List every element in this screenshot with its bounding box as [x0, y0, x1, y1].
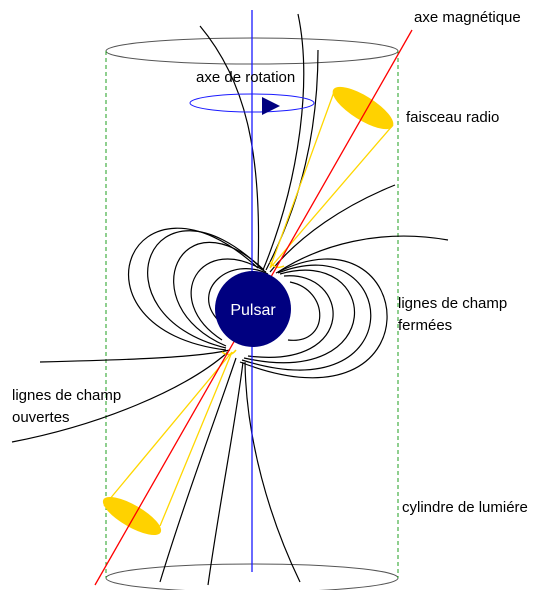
field-lines	[11, 13, 449, 586]
closed-field-line	[147, 230, 263, 349]
rotation-arrow-icon	[262, 97, 280, 115]
rotation-axis-label: axe de rotation	[196, 69, 295, 86]
open-field-lines-label-line2: ouvertes	[12, 409, 70, 426]
closed-field-line	[247, 275, 334, 358]
closed-field-line	[127, 227, 259, 351]
closed-field-line	[173, 241, 265, 347]
south-pole-marker	[221, 349, 237, 356]
upper-beam-cone	[269, 91, 394, 269]
upper-beam-cap	[332, 86, 394, 130]
closed-field-line	[287, 281, 321, 341]
open-field-line	[244, 361, 301, 583]
closed-field-line	[243, 269, 355, 364]
radio-beam-label: faisceau radio	[406, 109, 499, 126]
closed-field-line	[208, 268, 269, 321]
light-cylinder-label: cylindre de lumiére	[402, 499, 528, 516]
open-field-line	[199, 25, 260, 269]
open-field-lines-label-line1: lignes de champ	[12, 387, 121, 404]
open-field-line	[159, 357, 237, 583]
open-field-line	[207, 361, 244, 586]
open-field-line	[39, 349, 231, 363]
pulsar-label: Pulsar	[230, 302, 276, 319]
rotation-direction-ellipse	[189, 93, 315, 113]
magnetic-axis-label: axe magnétique	[414, 9, 521, 26]
closed-field-line	[239, 258, 388, 379]
closed-field-line	[241, 264, 372, 371]
pulsar-star	[215, 271, 291, 347]
lower-beam-cap	[102, 496, 162, 536]
closed-field-lines-label-line1: lignes de champ	[398, 295, 507, 312]
open-field-line	[262, 13, 305, 271]
open-field-line	[277, 235, 449, 273]
beam-cones	[103, 91, 394, 527]
open-field-line	[11, 351, 229, 443]
closed-field-lines-label-line2: fermées	[398, 317, 452, 334]
closed-field-line	[190, 258, 267, 341]
lower-beam-cone	[103, 351, 233, 527]
